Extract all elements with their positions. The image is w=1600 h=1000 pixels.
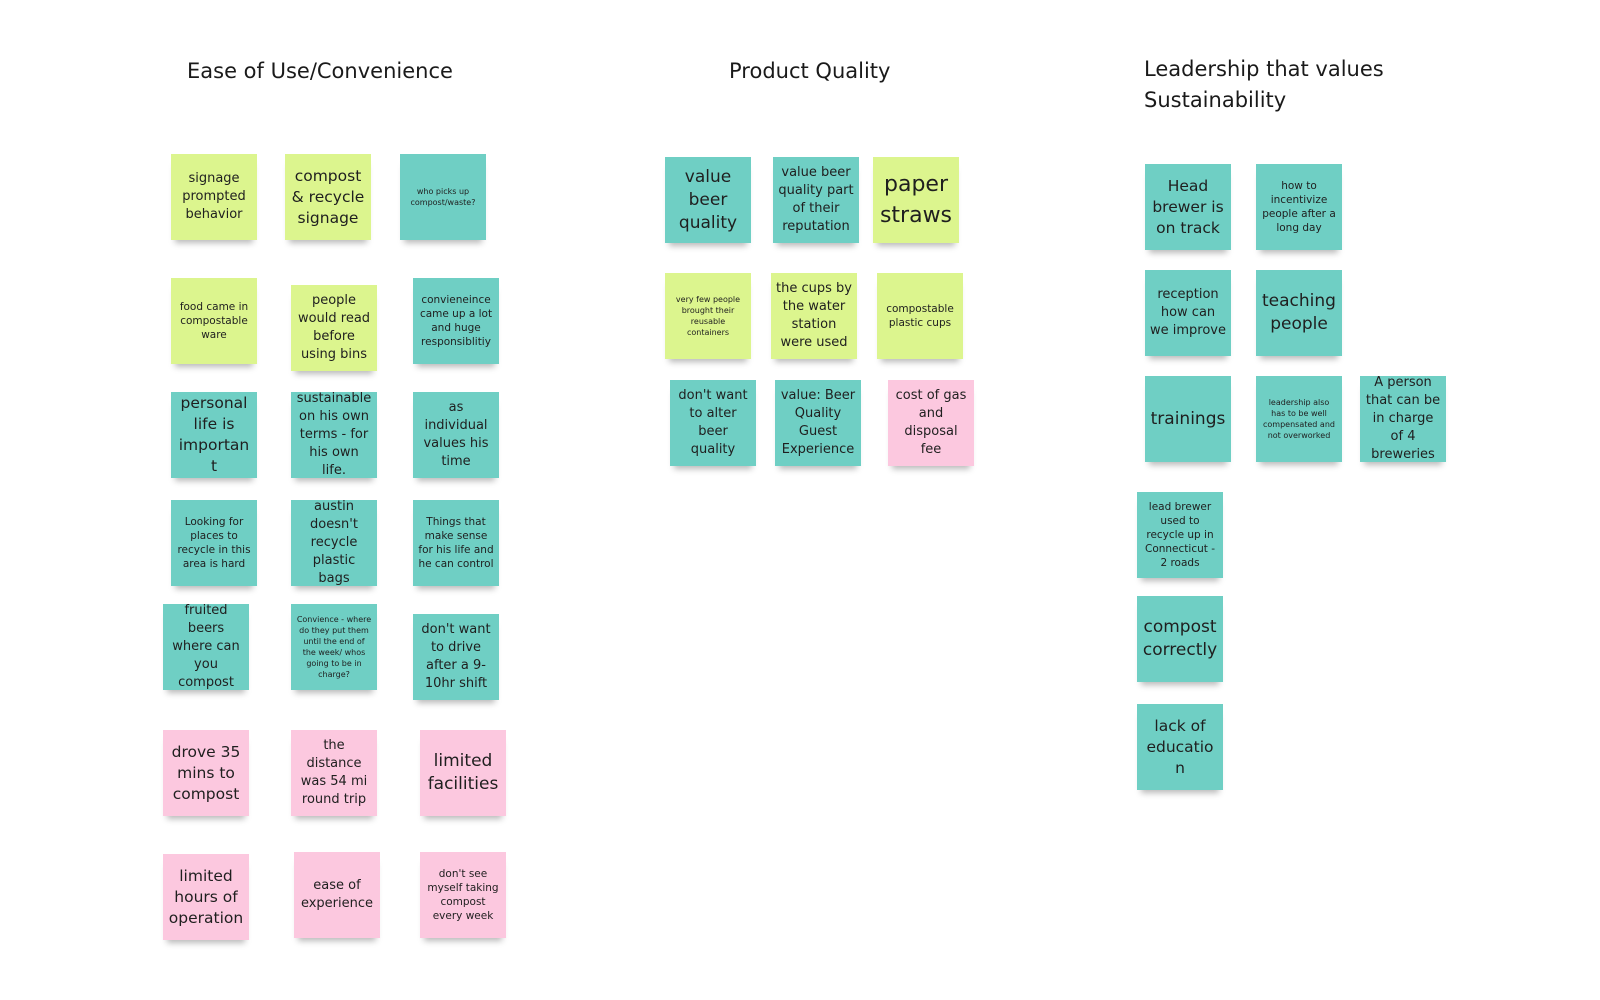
sticky-note[interactable]: as individual values his time <box>413 392 499 478</box>
sticky-note[interactable]: drove 35 mins to compost <box>163 730 249 816</box>
sticky-note[interactable]: don't want to alter beer quality <box>670 380 756 466</box>
sticky-note[interactable]: limited hours of operation <box>163 854 249 940</box>
sticky-note[interactable]: don't see myself taking compost every we… <box>420 852 506 938</box>
sticky-note[interactable]: cost of gas and disposal fee <box>888 380 974 466</box>
group-title-leadership[interactable]: Leadership that values Sustainability <box>1144 57 1384 112</box>
sticky-note[interactable]: who picks up compost/waste? <box>400 154 486 240</box>
sticky-note[interactable]: reception how can we improve <box>1145 270 1231 356</box>
sticky-note[interactable]: don't want to drive after a 9-10hr shift <box>413 614 499 700</box>
sticky-note[interactable]: Head brewer is on track <box>1145 164 1231 250</box>
sticky-note[interactable]: leadership also has to be well compensat… <box>1256 376 1342 462</box>
sticky-note[interactable]: value beer quality <box>665 157 751 243</box>
sticky-note[interactable]: trainings <box>1145 376 1231 462</box>
sticky-note[interactable]: limited facilities <box>420 730 506 816</box>
sticky-note[interactable]: very few people brought their reusable c… <box>665 273 751 359</box>
group-title-ease-of-use[interactable]: Ease of Use/Convenience <box>187 59 453 83</box>
sticky-note[interactable]: paper straws <box>873 157 959 243</box>
sticky-note[interactable]: the distance was 54 mi round trip <box>291 730 377 816</box>
sticky-note[interactable]: teaching people <box>1256 270 1342 356</box>
sticky-note[interactable]: lack of education <box>1137 704 1223 790</box>
sticky-note[interactable]: personal life is important <box>171 392 257 478</box>
sticky-note[interactable]: signage prompted behavior <box>171 154 257 240</box>
sticky-note[interactable]: value beer quality part of their reputat… <box>773 157 859 243</box>
sticky-note[interactable]: austin doesn't recycle plastic bags <box>291 500 377 586</box>
sticky-note[interactable]: how to incentivize people after a long d… <box>1256 164 1342 250</box>
sticky-note[interactable]: Looking for places to recycle in this ar… <box>171 500 257 586</box>
sticky-note[interactable]: sustainable on his own terms - for his o… <box>291 392 377 478</box>
sticky-note[interactable]: compost correctly <box>1137 596 1223 682</box>
sticky-note[interactable]: lead brewer used to recycle up in Connec… <box>1137 492 1223 578</box>
sticky-note[interactable]: Convience - where do they put them until… <box>291 604 377 690</box>
sticky-note[interactable]: compostable plastic cups <box>877 273 963 359</box>
sticky-note[interactable]: the cups by the water station were used <box>771 273 857 359</box>
group-title-product-quality[interactable]: Product Quality <box>729 59 891 83</box>
sticky-note[interactable]: compost & recycle signage <box>285 154 371 240</box>
sticky-note[interactable]: people would read before using bins <box>291 285 377 371</box>
sticky-note[interactable]: food came in compostable ware <box>171 278 257 364</box>
sticky-note[interactable]: A person that can be in charge of 4 brew… <box>1360 376 1446 462</box>
sticky-note[interactable]: convieneince came up a lot and huge resp… <box>413 278 499 364</box>
sticky-note[interactable]: ease of experience <box>294 852 380 938</box>
sticky-note[interactable]: value: Beer Quality Guest Experience <box>775 380 861 466</box>
sticky-note[interactable]: Things that make sense for his life and … <box>413 500 499 586</box>
sticky-note[interactable]: fruited beers where can you compost <box>163 604 249 690</box>
